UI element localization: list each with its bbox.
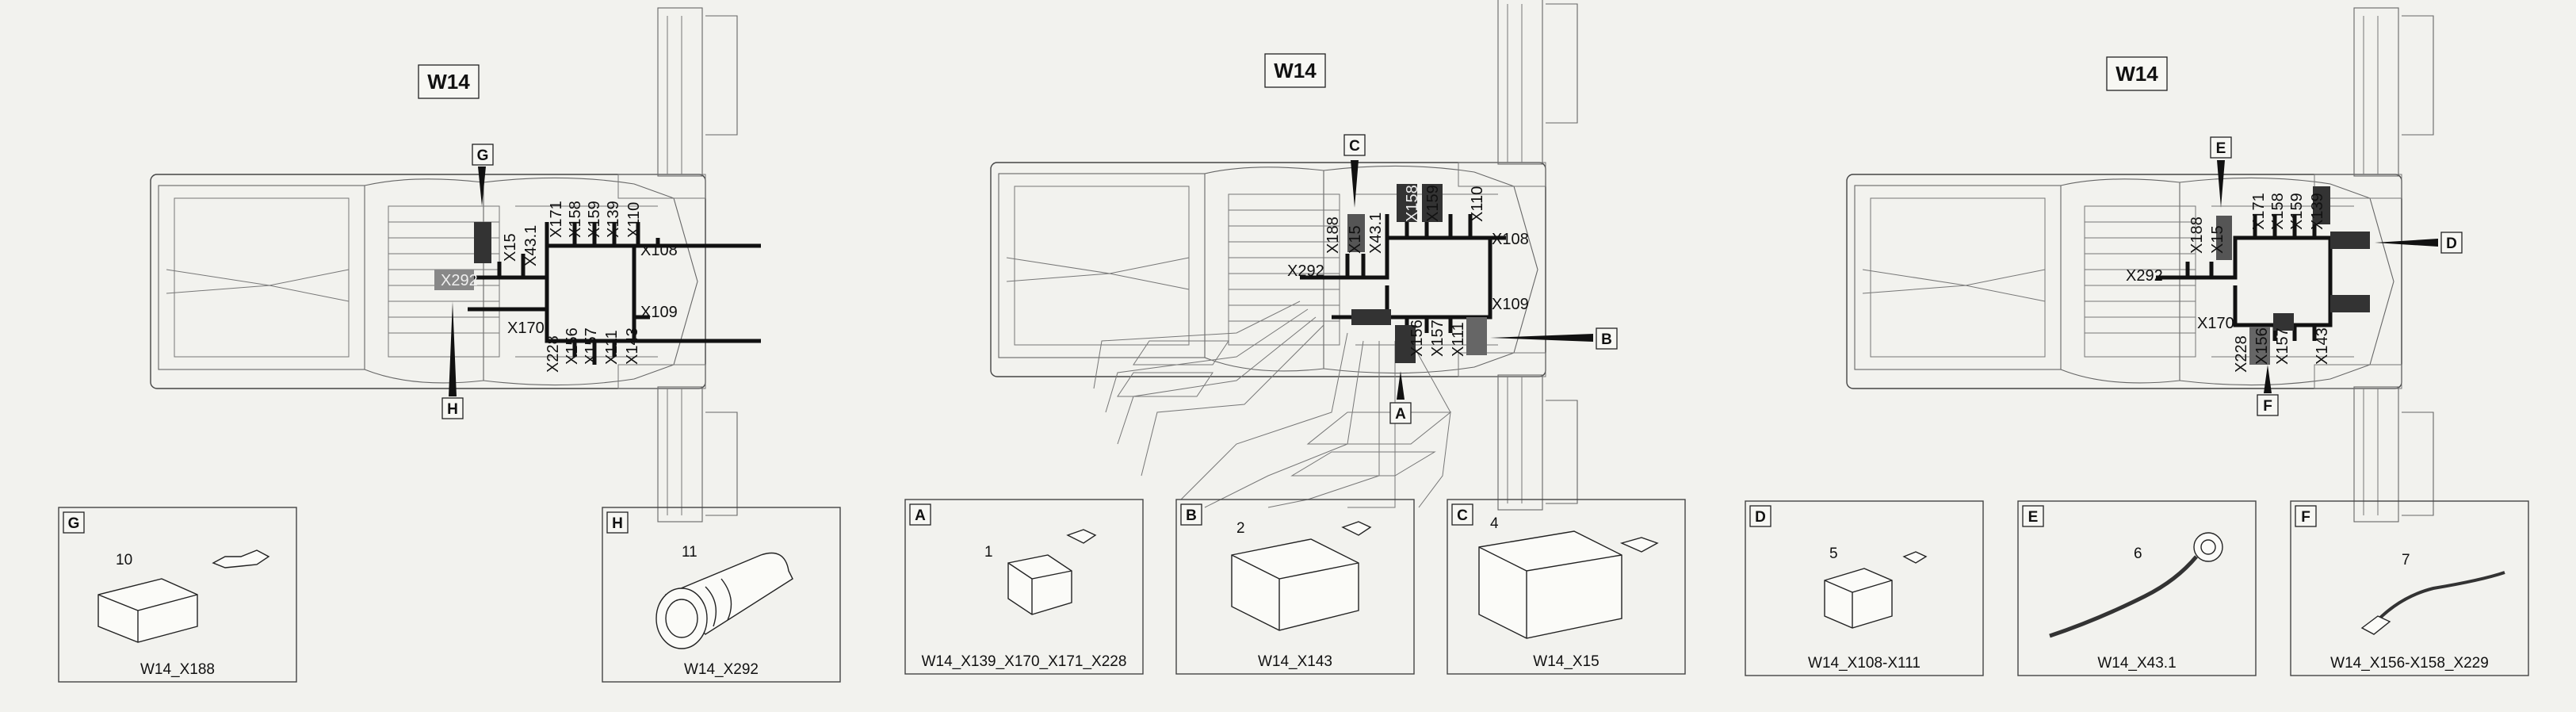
p1-x110: X110 <box>625 202 643 238</box>
callout-f: F <box>2263 398 2272 415</box>
p1-x108: X108 <box>640 242 678 259</box>
detail-g-caption: W14_X188 <box>140 661 215 678</box>
callout-b: B <box>1601 331 1612 348</box>
p3-x188: X188 <box>2188 216 2206 254</box>
p3-x139: X139 <box>2309 193 2326 230</box>
svg-text:H: H <box>612 515 623 532</box>
svg-text:F: F <box>2301 509 2310 526</box>
p1-x158: X158 <box>567 201 584 238</box>
p1-x111: X111 <box>603 330 621 365</box>
svg-text:10: 10 <box>116 552 132 568</box>
panel-3: W14 X292 X188 X15 X171 X158 X159 X139 X1… <box>1846 7 2463 523</box>
p2-x188: X188 <box>1324 216 1342 254</box>
detail-box-b: B 2 W14_X143 <box>1175 499 1415 675</box>
detail-box-a: A 1 W14_X139_X170_X171_X228 <box>904 499 1144 675</box>
p3-x15: X15 <box>2209 225 2226 254</box>
svg-text:2: 2 <box>1236 520 1245 537</box>
p1-x143: X143 <box>624 327 641 365</box>
p2-x15: X15 <box>1347 225 1364 254</box>
detail-box-f: F 7 W14_X156-X158_X229 <box>2290 500 2529 676</box>
callout-g: G <box>477 147 489 164</box>
p1-x170: X170 <box>507 320 545 337</box>
p2-x43-1: X43.1 <box>1367 212 1385 254</box>
p3-x171: X171 <box>2250 193 2268 230</box>
p2-x159: X159 <box>1424 185 1442 222</box>
callout-c: C <box>1349 138 1360 155</box>
p3-x156: X156 <box>2253 327 2271 365</box>
p3-x157: X157 <box>2274 327 2291 365</box>
panel-1-title: W14 <box>427 70 470 94</box>
panel-2-title: W14 <box>1274 59 1317 82</box>
svg-text:1: 1 <box>984 544 993 561</box>
p2-x292: X292 <box>1287 262 1324 280</box>
p3-x143: X143 <box>2314 327 2331 365</box>
p1-x292: X292 <box>441 272 478 289</box>
svg-text:4: 4 <box>1490 515 1499 532</box>
p1-x139: X139 <box>605 201 622 238</box>
p3-x292: X292 <box>2126 267 2163 285</box>
detail-e-caption: W14_X43.1 <box>2097 655 2176 672</box>
p2-x158: X158 <box>1404 185 1421 222</box>
p2-x109: X109 <box>1492 296 1529 313</box>
p1-x156: X156 <box>564 327 581 365</box>
p3-x158: X158 <box>2269 193 2287 230</box>
svg-text:D: D <box>1755 509 1766 526</box>
p3-x159: X159 <box>2288 193 2306 230</box>
svg-text:A: A <box>915 507 926 524</box>
detail-h-caption: W14_X292 <box>684 661 759 678</box>
svg-text:11: 11 <box>682 544 698 561</box>
callout-e: E <box>2216 140 2226 157</box>
svg-text:5: 5 <box>1829 545 1838 562</box>
callout-a: A <box>1395 406 1406 423</box>
detail-box-d: D 5 W14_X108-X111 <box>1745 500 1984 676</box>
callout-d: D <box>2446 235 2457 252</box>
p2-x157: X157 <box>1429 320 1447 357</box>
p2-x111: X111 <box>1450 322 1467 357</box>
svg-text:G: G <box>68 515 80 532</box>
svg-text:B: B <box>1186 507 1197 524</box>
p2-x156: X156 <box>1408 320 1426 357</box>
svg-text:6: 6 <box>2134 545 2142 562</box>
detail-b-caption: W14_X143 <box>1258 653 1332 670</box>
p1-x228: X228 <box>545 335 562 373</box>
p2-x110: X110 <box>1469 186 1486 222</box>
panel-3-title: W14 <box>2115 62 2158 86</box>
detail-f-caption: W14_X156-X158_X229 <box>2330 655 2489 672</box>
detail-box-e: E 6 W14_X43.1 <box>2017 500 2257 676</box>
detail-c-caption: W14_X15 <box>1533 653 1599 670</box>
panel-1: W14 X292 X15 X43.1 X171 X158 X159 X139 X… <box>150 7 761 523</box>
x292-block <box>434 270 474 290</box>
detail-d-caption: W14_X108-X111 <box>1808 655 1921 672</box>
x188-block <box>474 222 491 263</box>
callout-h: H <box>447 401 458 418</box>
svg-text:E: E <box>2028 509 2039 526</box>
p1-x43-1: X43.1 <box>522 225 540 266</box>
panel-1-title-box <box>418 64 480 99</box>
detail-box-g: G 10 W14_X188 <box>58 507 297 683</box>
p1-x109: X109 <box>640 304 678 321</box>
detail-box-c: C 4 W14_X15 <box>1447 499 1686 675</box>
svg-text:7: 7 <box>2402 552 2410 568</box>
p1-x157: X157 <box>583 327 600 365</box>
detail-a-caption: W14_X139_X170_X171_X228 <box>922 653 1127 670</box>
p1-x15: X15 <box>502 233 519 262</box>
svg-text:C: C <box>1457 507 1468 524</box>
p3-x170: X170 <box>2197 315 2234 332</box>
p3-x228: X228 <box>2233 335 2250 373</box>
p1-x171: X171 <box>548 201 565 238</box>
panel-2: W14 X292 X188 X15 X43.1 X158 X159 X110 X… <box>990 0 1618 511</box>
p1-x159: X159 <box>586 201 603 238</box>
detail-box-h: H 11 W14_X292 <box>602 507 841 683</box>
p2-x108: X108 <box>1492 231 1529 248</box>
